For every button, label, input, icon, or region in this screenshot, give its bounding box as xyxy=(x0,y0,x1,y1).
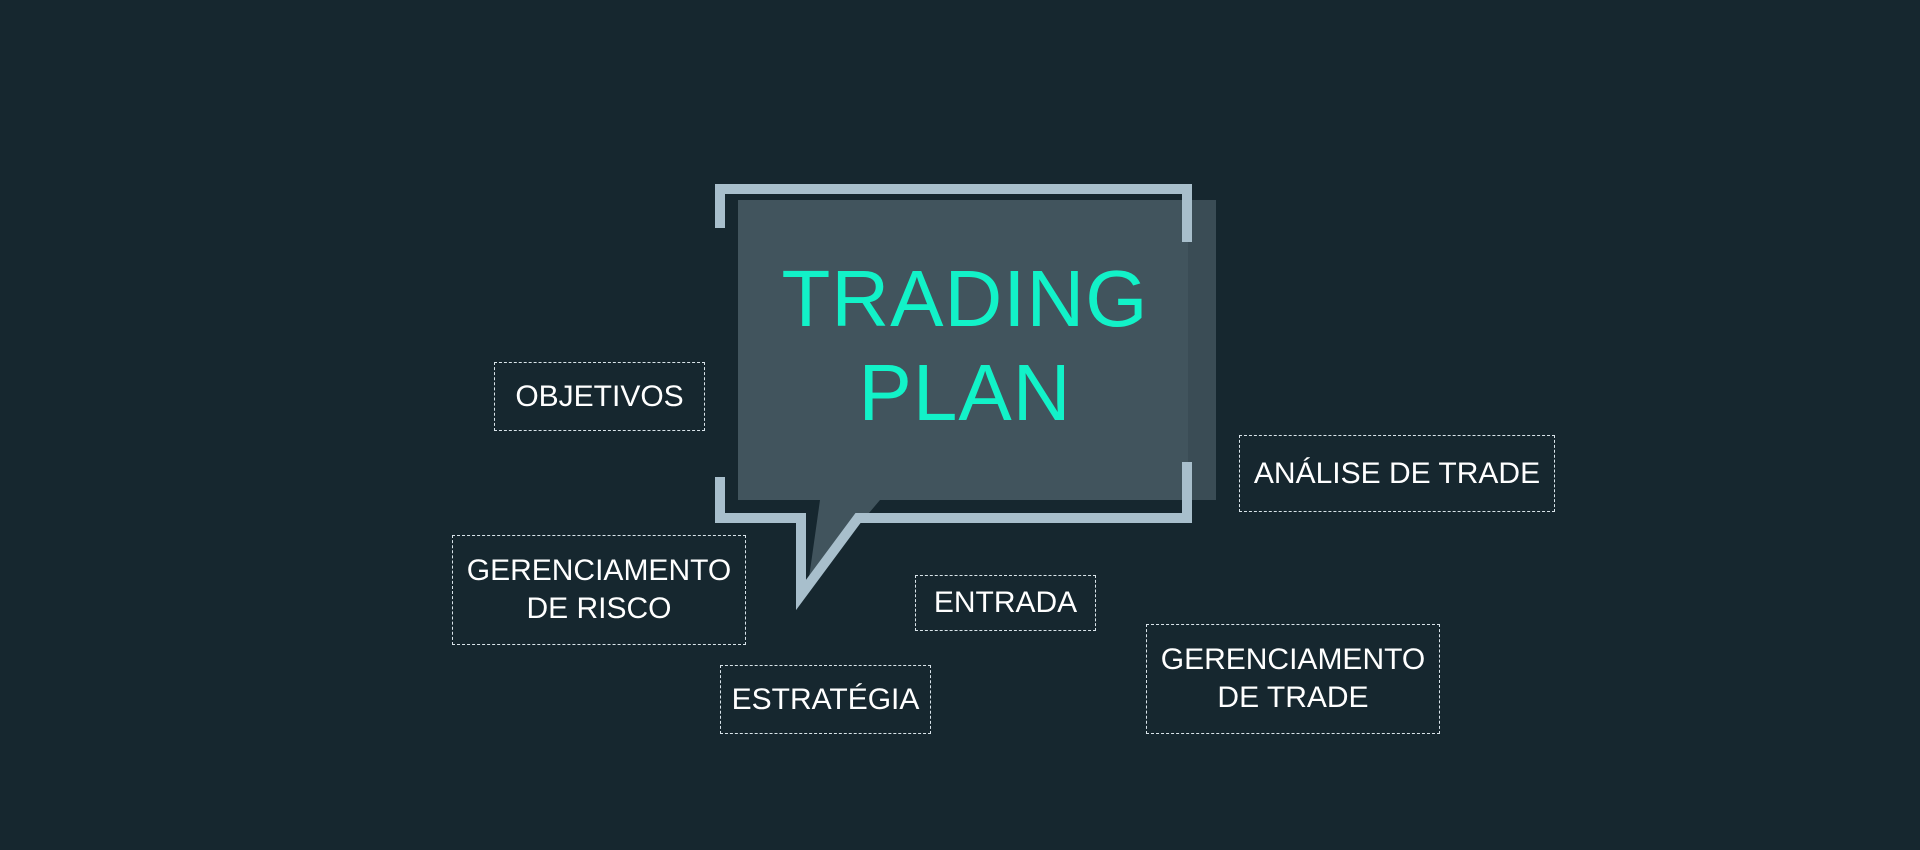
main-title: TRADING PLAN xyxy=(740,252,1190,440)
bubble-frame-bottom xyxy=(715,462,1192,611)
bubble-frame-top xyxy=(715,184,1192,242)
tag-gerenciamento-de-risco: GERENCIAMENTO DE RISCO xyxy=(452,535,746,645)
tag-objetivos: OBJETIVOS xyxy=(494,362,705,431)
tag-entrada-label: ENTRADA xyxy=(933,586,1078,619)
tag-gerenciamento-de-risco-line-2: DE RISCO xyxy=(526,592,672,625)
main-title-line-1: TRADING xyxy=(781,254,1149,343)
tag-gerenciamento-de-trade-line-1: GERENCIAMENTO xyxy=(1160,643,1426,676)
tag-analise-de-trade: ANÁLISE DE TRADE xyxy=(1239,435,1555,512)
tag-estrategia-label: ESTRATÉGIA xyxy=(731,682,920,716)
tag-entrada: ENTRADA xyxy=(915,575,1096,631)
tag-gerenciamento-de-risco-line-1: GERENCIAMENTO xyxy=(466,554,732,587)
tag-estrategia: ESTRATÉGIA xyxy=(720,665,931,734)
bubble-panel xyxy=(738,200,1188,500)
tag-gerenciamento-de-trade-line-2: DE TRADE xyxy=(1217,681,1369,714)
tag-gerenciamento-de-trade: GERENCIAMENTO DE TRADE xyxy=(1146,624,1440,734)
tag-objetivos-label: OBJETIVOS xyxy=(515,379,684,413)
tag-analise-de-trade-label: ANÁLISE DE TRADE xyxy=(1253,456,1541,490)
main-title-line-2: PLAN xyxy=(858,348,1072,437)
